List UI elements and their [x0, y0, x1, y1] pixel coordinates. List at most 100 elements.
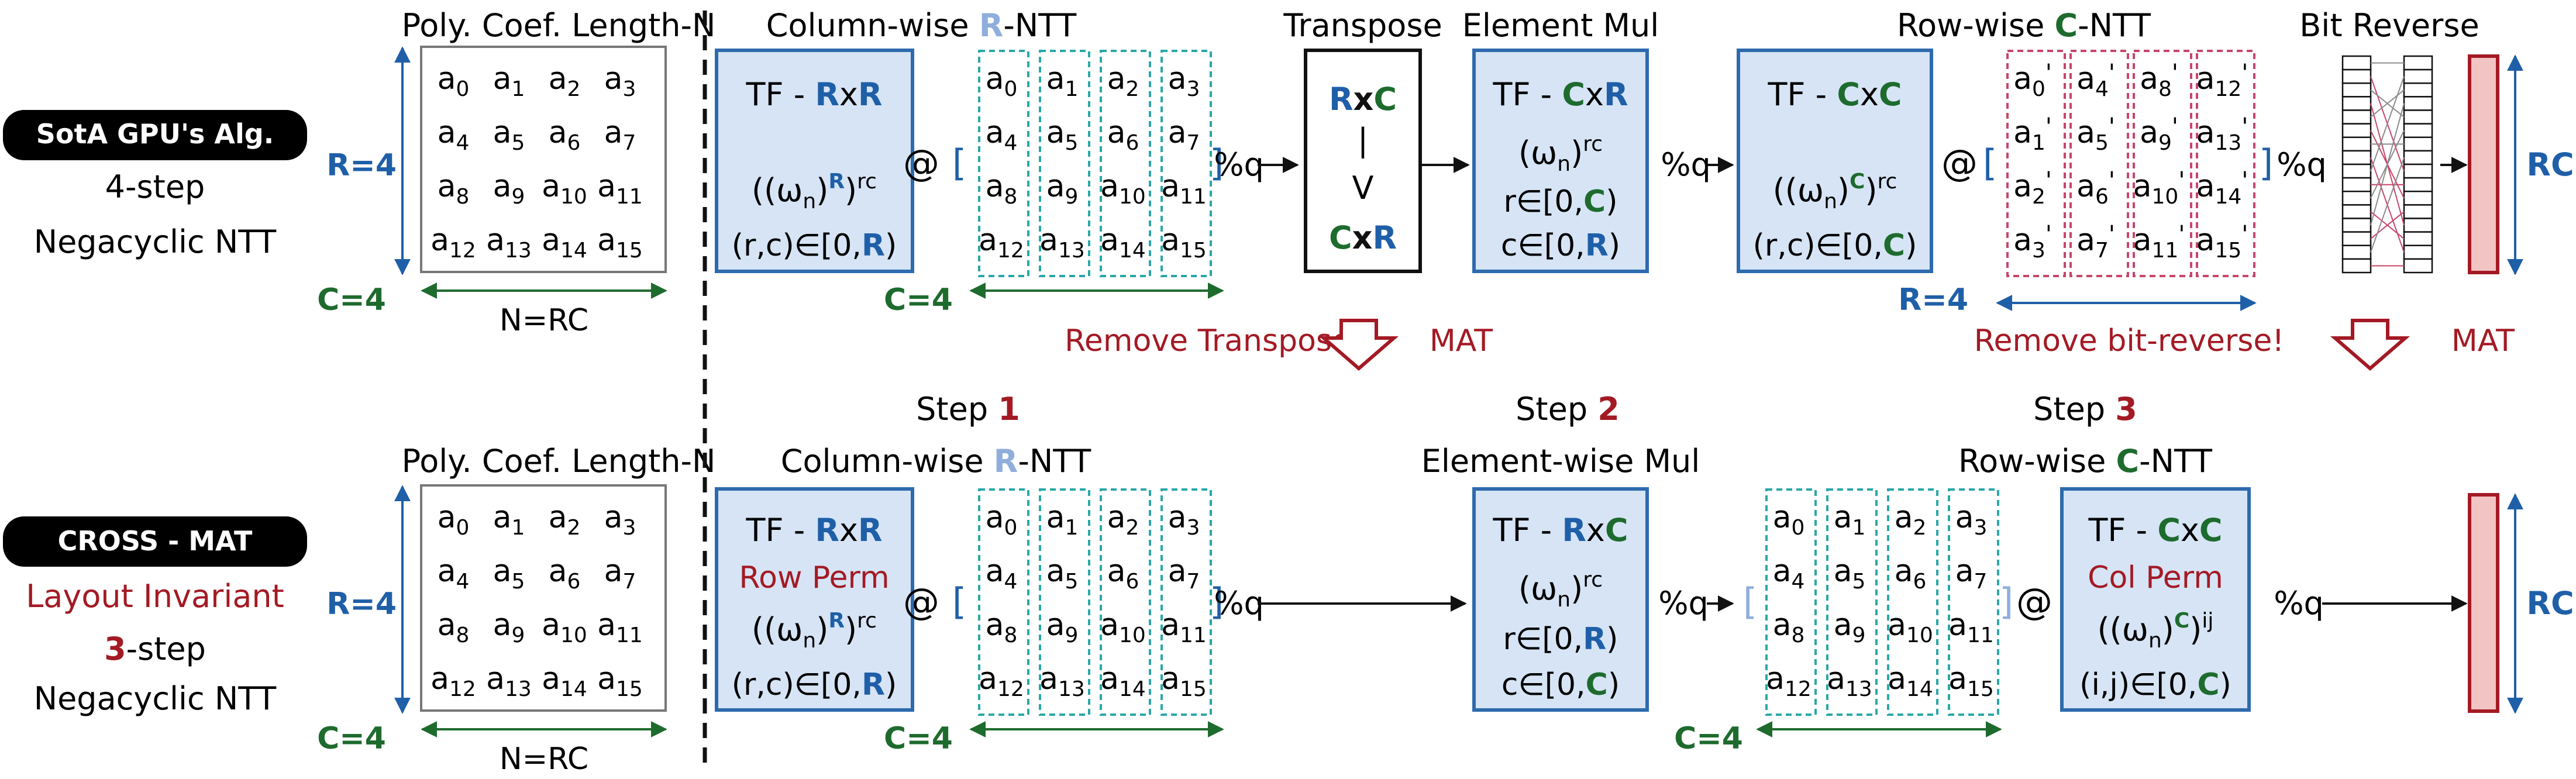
column-group-box: [1826, 488, 1878, 716]
modq-top-3: %q: [2277, 146, 2327, 183]
coef-cell: a1: [1046, 61, 1079, 101]
coef-cell: a4: [1773, 554, 1805, 594]
tf-cxr-line2: (ωn)rc: [1518, 132, 1603, 176]
coef-cell: a8: [438, 608, 470, 647]
tf-rxr-top-line1: TF - RxR: [745, 76, 882, 113]
tf-box-rxr-bottom-rect: [715, 487, 914, 712]
bitrev-cell: [2403, 231, 2433, 246]
coef-cell: a11: [1161, 169, 1207, 209]
row-matrix-top: a0'a1'a2'a3'a4'a5'a6'a7'a8'a9'a10'a11'a1…: [2006, 50, 2255, 277]
tf-box-rxr-top: TF - RxR ((ωn)R)rc (r,c)∈[0,R): [715, 49, 914, 273]
column-group-box: [1948, 488, 1999, 716]
column-group-box: [978, 488, 1029, 716]
column-group-box: [1100, 50, 1151, 277]
bit-reverse-title: Bit Reverse: [2299, 7, 2479, 44]
coef-cell: a14: [1100, 223, 1146, 263]
tf-cxc-bottom-line4: (i,j)∈[0,C): [2079, 667, 2231, 702]
coef-cell: a14: [1888, 661, 1933, 701]
mat-label-1: MAT: [1430, 323, 1493, 359]
bitrev-cell: [2341, 123, 2372, 138]
poly-title-bottom: Poly. Coef. Length-N: [402, 443, 716, 480]
bitrev-crossings: [2370, 62, 2405, 267]
bitrev-cell: [2403, 136, 2433, 152]
c4-label-bottom-1: C=4: [884, 721, 953, 756]
coef-cell: a7: [1168, 554, 1200, 594]
coef-cell: a2: [1107, 61, 1139, 101]
coef-cell: a15: [1161, 661, 1207, 701]
tf-cxr-line4: c∈[0,R): [1501, 228, 1620, 263]
bitrev-cell: [2341, 150, 2372, 166]
c4-label-bottom-2: C=4: [1674, 721, 1743, 756]
step2-label: Step 2: [1516, 391, 1620, 428]
coef-cell: a11: [597, 169, 643, 209]
coef-cell: a12: [431, 661, 476, 701]
coef-cell: a7: [604, 115, 636, 155]
bitrev-cell: [2403, 218, 2433, 233]
negacyclic-label-bottom: Negacyclic NTT: [34, 680, 277, 717]
negacyclic-label-top: Negacyclic NTT: [34, 223, 277, 260]
coef-cell: a5: [493, 554, 525, 594]
column-group-box: [1160, 50, 1212, 277]
tf-cxc-bottom-line3: ((ωn)C)ij: [2098, 609, 2214, 653]
n-label-bottom: N=RC: [500, 742, 588, 777]
cross-mat-badge-text: CROSS - MAT: [58, 525, 253, 557]
coef-cell: a1: [493, 500, 525, 540]
bitrev-cell: [2341, 163, 2372, 179]
sota-badge: [3, 110, 307, 160]
tf-cxr-line1: TF - CxR: [1492, 76, 1628, 113]
step1-label: Step 1: [916, 391, 1020, 428]
bitrev-cell: [2403, 55, 2433, 71]
coef-cell: a9: [1046, 608, 1079, 647]
column-group-box: [978, 50, 1029, 277]
bracket-close-bottom-1: ]: [1210, 580, 1224, 623]
rc-label-bottom: RC: [2526, 585, 2574, 622]
bit-reverse-graphic: [2341, 55, 2433, 274]
bitrev-cell: [2341, 68, 2372, 84]
coef-cell: a13: [1827, 661, 1872, 701]
tf-cxc-bottom-line1: TF - CxC: [2088, 512, 2222, 549]
bitrev-cell: [2341, 96, 2372, 111]
tf-box-rxr-top-rect: [715, 49, 914, 273]
bracket-open-top-2: [: [1983, 142, 1997, 184]
bitrev-cell: [2403, 244, 2433, 260]
coef-cell-prime: a11': [2133, 221, 2185, 263]
coef-cell: a12: [431, 223, 476, 263]
coef-cell: a10: [1888, 608, 1933, 647]
layout-invariant-label: Layout Invariant: [26, 578, 284, 615]
bottom-colntt-title: Column-wise R-NTT: [781, 443, 1091, 480]
column-group-box: [1039, 488, 1090, 716]
modq-top-2: %q: [1661, 146, 1711, 183]
sota-badge-text: SotA GPU's Alg.: [36, 118, 274, 150]
coef-cell: a0: [986, 500, 1018, 540]
coef-cell-prime: a13': [2196, 113, 2248, 155]
bitrev-cell: [2403, 96, 2433, 111]
coef-cell: a4: [986, 115, 1018, 155]
tf-cxc-top-line3: (r,c)∈[0,C): [1753, 228, 1917, 263]
tf-rxr-bottom-line1: TF - RxR: [745, 512, 882, 549]
coef-cell-prime: a8': [2140, 60, 2178, 101]
coef-cell: a14: [542, 661, 587, 701]
coef-cell: a11: [597, 608, 643, 647]
bitrev-wire: [2370, 103, 2405, 226]
bracket-close-top-2: ]: [2259, 142, 2273, 184]
coef-cell-prime: a3': [2013, 221, 2052, 263]
row-group-box: [2196, 50, 2255, 277]
tf-box-cxc-top-rect: [1737, 49, 1933, 273]
coef-cell-prime: a14': [2196, 167, 2248, 209]
r-label-top: R=4: [326, 148, 397, 183]
bracket-close-bottom-2: ]: [1999, 580, 2013, 623]
coef-cell-prime: a0': [2013, 60, 2052, 101]
coef-cell-prime: a7': [2076, 221, 2115, 263]
tf-rxc-line2: (ωn)rc: [1518, 568, 1603, 612]
coef-cell: a5: [493, 115, 525, 155]
bottom-rowntt-title: Row-wise C-NTT: [1958, 443, 2213, 480]
coef-cell: a10: [542, 608, 587, 647]
coef-cell: a4: [986, 554, 1018, 594]
